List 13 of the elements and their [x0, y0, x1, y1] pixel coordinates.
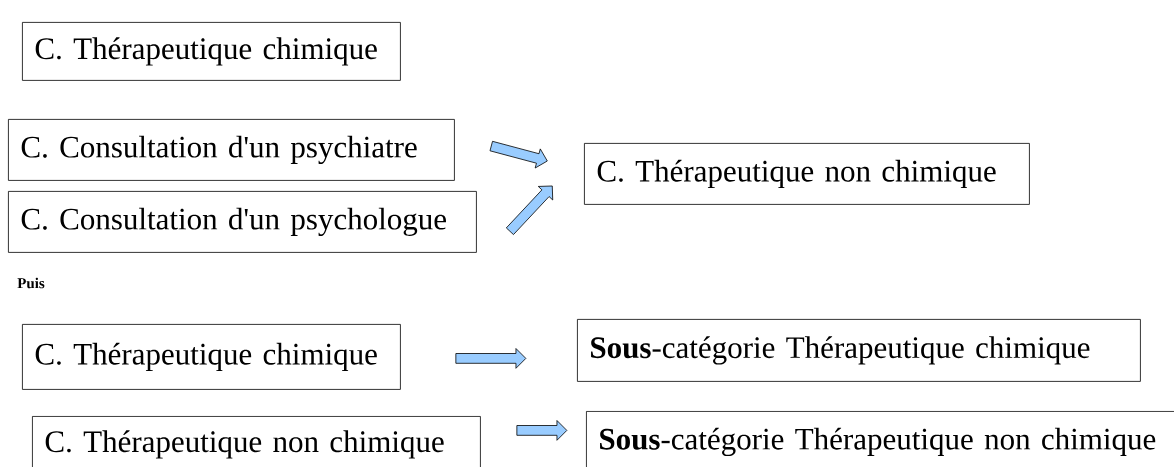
- text-box: C. Thérapeutique non chimique: [584, 143, 1030, 205]
- text-box: C. Consultation d'un psychologue: [8, 191, 477, 253]
- note-text: Puis: [17, 277, 45, 289]
- text-box: C. Consultation d'un psychiatre: [8, 119, 455, 181]
- text-box: C. Thérapeutique non chimique: [32, 416, 481, 467]
- text-box: Sous-catégorie Thérapeutique non chimique: [586, 411, 1174, 467]
- text-box: Sous-catégorie Thérapeutique chimique: [577, 319, 1141, 382]
- block-arrow: [516, 420, 568, 441]
- block-arrow: [455, 348, 527, 369]
- text-box: C. Thérapeutique chimique: [22, 324, 401, 390]
- block-arrow: [489, 140, 548, 169]
- block-arrow: [505, 185, 554, 235]
- text-box: C. Thérapeutique chimique: [22, 22, 401, 81]
